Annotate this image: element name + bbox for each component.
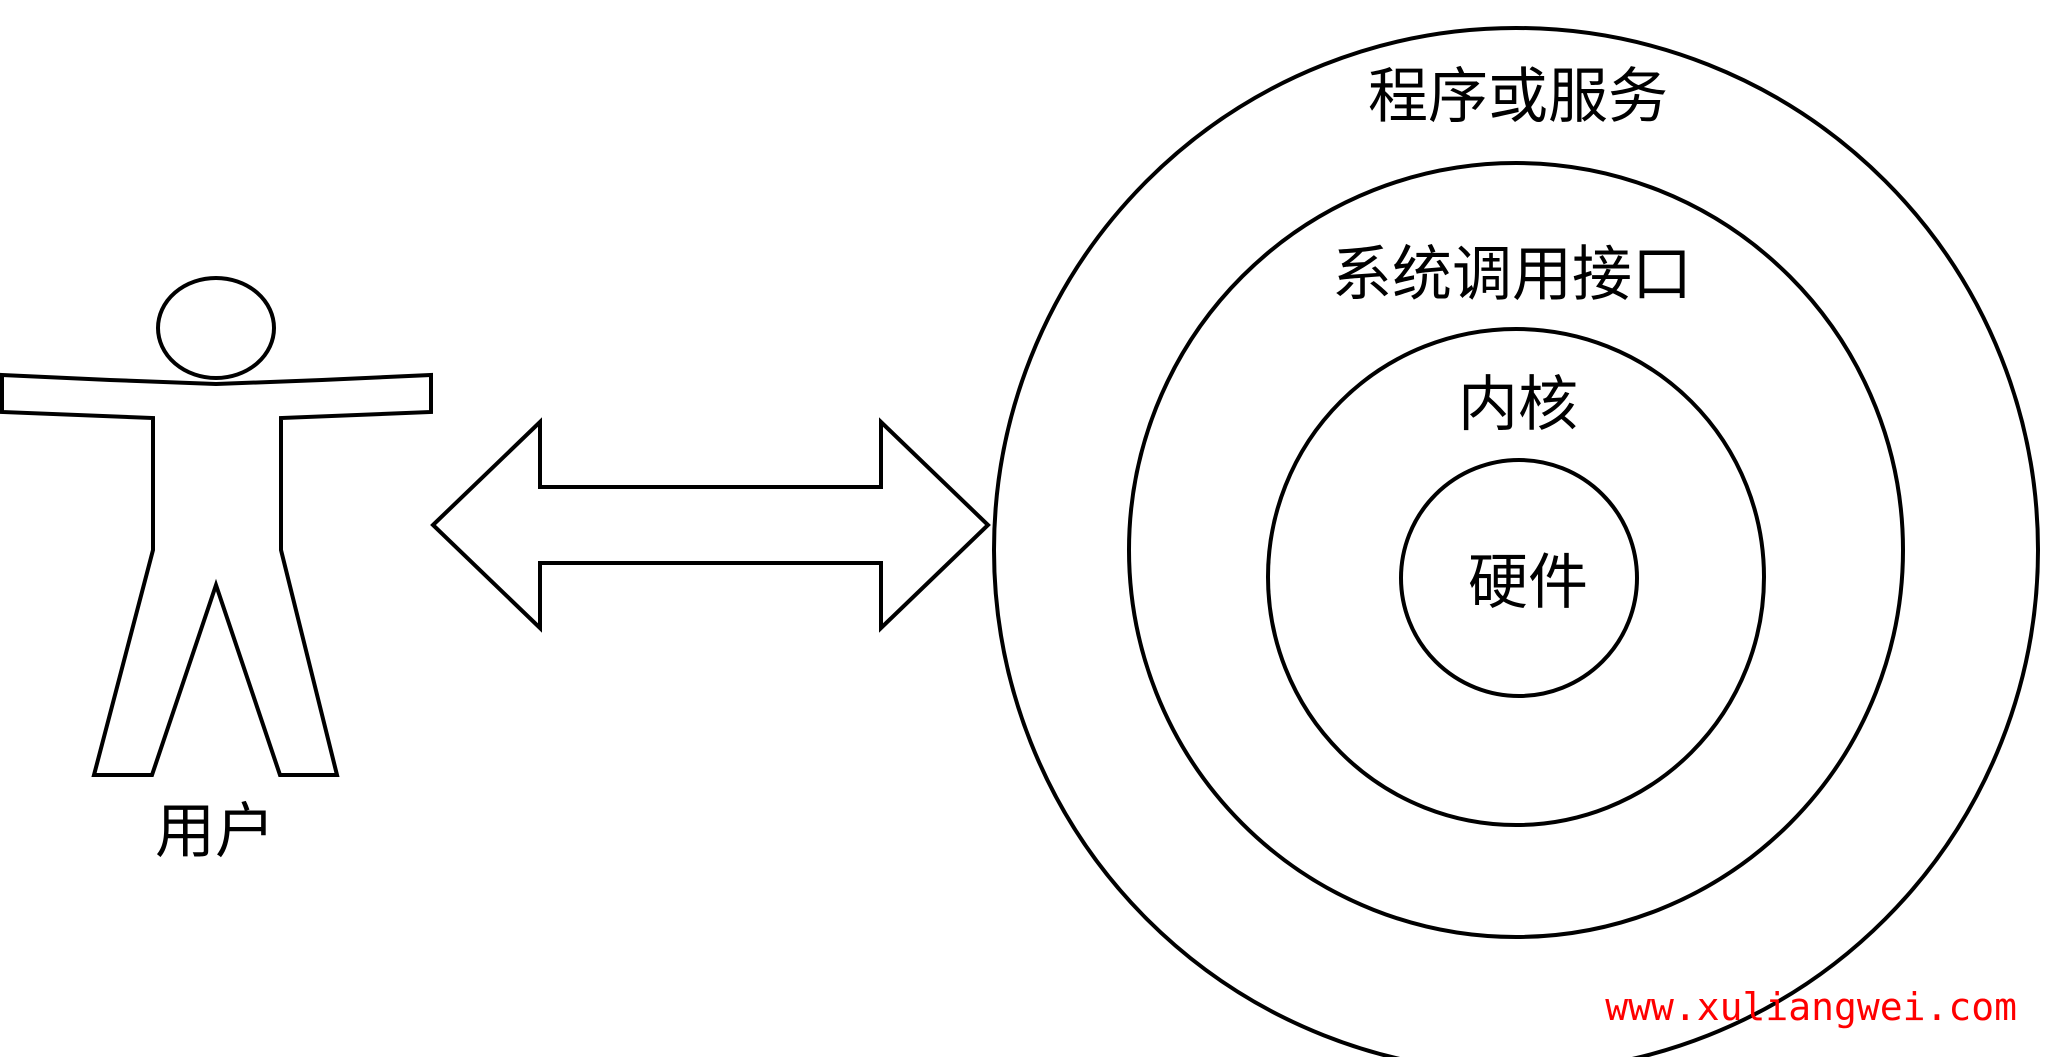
user-label: 用户 [155, 797, 275, 867]
layer-label-programs-services: 程序或服务 [1368, 62, 1668, 132]
layer-label-hardware: 硬件 [1468, 548, 1588, 618]
layer-rings [992, 26, 2040, 1057]
layer-label-kernel: 内核 [1458, 370, 1578, 440]
user-figure-icon [0, 276, 433, 777]
user-head-icon [156, 276, 276, 380]
layer-label-syscall-interface: 系统调用接口 [1332, 240, 1692, 310]
watermark-text: www.xuliangwei.com [1605, 985, 2017, 1029]
user-body-icon [0, 372, 433, 777]
ring-hardware [1399, 458, 1639, 698]
double-arrow-icon [430, 417, 991, 633]
